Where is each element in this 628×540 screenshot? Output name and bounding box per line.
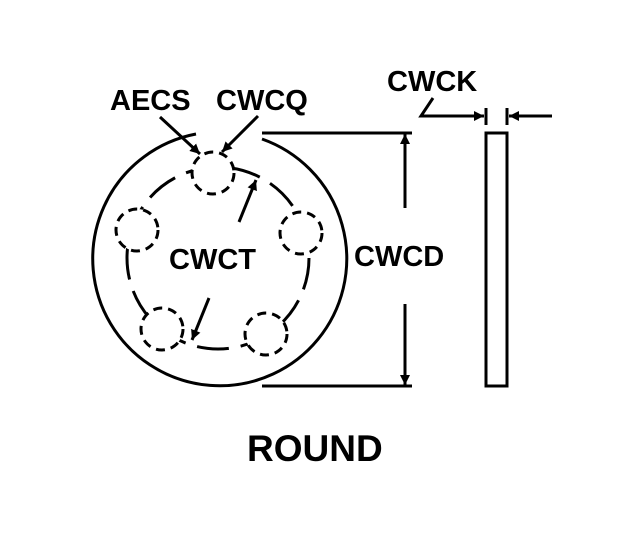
label-cwcd: CWCD [354,241,444,273]
shape-title: ROUND [247,428,383,469]
bolt-hole-bottom-left [139,306,185,352]
label-cwct: CWCT [169,244,256,276]
bolt-hole-bottom-right [243,311,289,357]
aecs-leader-arrow [158,115,202,156]
label-aecs: AECS [110,85,191,117]
outer-circle [91,132,349,388]
cwcq-leader-arrow [220,114,260,154]
bolt-circle [125,165,311,351]
side-view-rect [484,131,509,388]
cwck-leader-arrow [418,97,484,121]
label-cwck: CWCK [387,66,477,98]
cwct-arrow-up [237,179,258,223]
cwct-arrow-down [190,297,211,341]
label-cwcq: CWCQ [216,85,308,117]
bolt-hole-right [278,210,324,256]
bolt-hole-left [114,207,160,253]
bolt-hole-top [190,150,236,196]
bolt-holes [114,150,324,357]
